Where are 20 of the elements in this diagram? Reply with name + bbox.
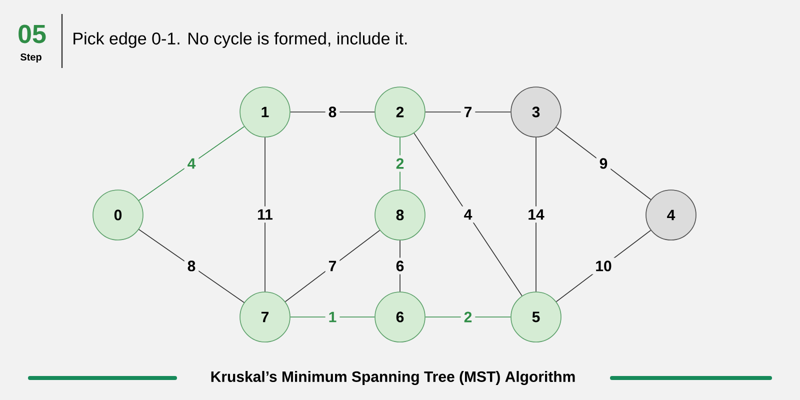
edge-weight: 9 (596, 155, 611, 172)
edge-line (556, 230, 652, 302)
edge-line (284, 230, 380, 302)
edge-line (138, 229, 245, 303)
caption: Kruskal’s Minimum Spanning Tree (MST) Algorithm (211, 370, 575, 386)
edge-line (414, 132, 522, 296)
edge-weight: 11 (254, 206, 276, 223)
edge-weight: 10 (592, 258, 615, 274)
step-description: Pick edge 0-1. No cycle is formed, include it. (74, 32, 407, 48)
edge-line (264, 137, 266, 292)
step-number: 05 (18, 24, 46, 44)
edge-line (290, 316, 375, 318)
edge-line (556, 127, 652, 200)
edge-weight: 14 (524, 206, 548, 223)
step-label: Step (20, 53, 42, 63)
edge-weight: 8 (184, 258, 199, 274)
edge-line (138, 126, 245, 201)
edge-line (425, 316, 511, 318)
edge-weight: 6 (392, 258, 408, 274)
edge-weight: 8 (325, 104, 340, 120)
